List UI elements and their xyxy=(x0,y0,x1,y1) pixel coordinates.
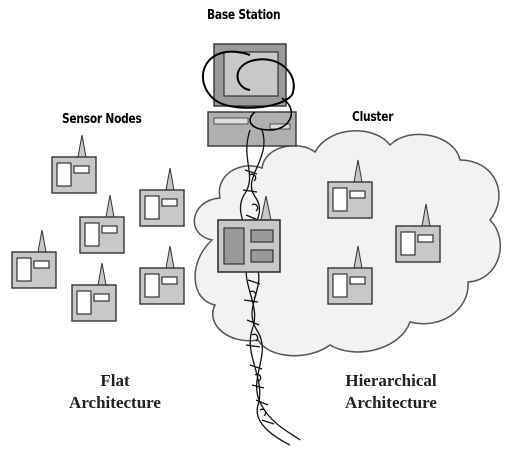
sensor-node xyxy=(71,262,117,322)
sensor-nodes-label: Sensor Nodes xyxy=(62,112,142,127)
cluster-head-node xyxy=(217,195,281,273)
cluster-label: Cluster xyxy=(352,110,394,125)
hierarchical-architecture-label: Hierarchical Architecture xyxy=(326,370,456,414)
base-station-computer xyxy=(201,43,297,147)
base-station-label: Base Station xyxy=(207,8,281,23)
flat-sensor-nodes xyxy=(11,134,185,322)
flat-label-line2: Architecture xyxy=(69,393,161,412)
hier-label-line2: Architecture xyxy=(345,393,437,412)
sensor-node xyxy=(51,134,97,194)
sensor-node xyxy=(139,167,185,227)
flat-architecture-label: Flat Architecture xyxy=(55,370,175,414)
sensor-node xyxy=(79,194,125,254)
hier-label-line1: Hierarchical xyxy=(345,371,437,390)
flat-label-line1: Flat xyxy=(100,371,130,390)
communication-link xyxy=(239,129,301,446)
sensor-node xyxy=(11,229,57,289)
cluster-cloud xyxy=(193,130,502,357)
sensor-node xyxy=(139,245,185,305)
